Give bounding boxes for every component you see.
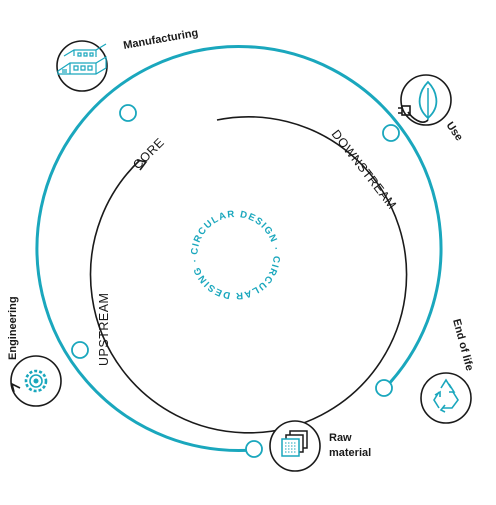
node-manufacturing[interactable]	[119, 104, 137, 122]
node-engineering[interactable]	[71, 341, 89, 359]
raw-material-label-line1: Raw	[329, 432, 352, 444]
manufacturing-label: Manufacturing	[122, 27, 199, 52]
node-raw-material[interactable]	[245, 440, 263, 458]
use-label: Use	[444, 120, 465, 143]
plug-leaf-icon	[398, 74, 452, 126]
recycle-icon	[420, 372, 472, 424]
center-circular-text: CIRCULAR DESIGN · CIRCULAR DESING ·	[189, 209, 281, 301]
node-end-of-life[interactable]	[375, 379, 393, 397]
engineering-label: Engineering	[7, 296, 19, 360]
end-of-life-label: End of life	[450, 318, 475, 372]
core-label: CORE	[130, 135, 167, 172]
center-text-path: CIRCULAR DESIGN · CIRCULAR DESING ·	[189, 209, 280, 301]
flow-arrowhead	[136, 159, 148, 171]
gear-cycle-icon	[10, 355, 62, 407]
factory-icon	[56, 40, 108, 92]
outer-lifecycle-ring	[35, 44, 443, 452]
raw-material-label-line2: material	[329, 447, 371, 459]
upstream-label: UPSTREAM	[97, 293, 111, 366]
material-sheets-icon	[269, 420, 321, 472]
inner-flow-loop	[89, 116, 408, 434]
node-use[interactable]	[382, 124, 400, 142]
